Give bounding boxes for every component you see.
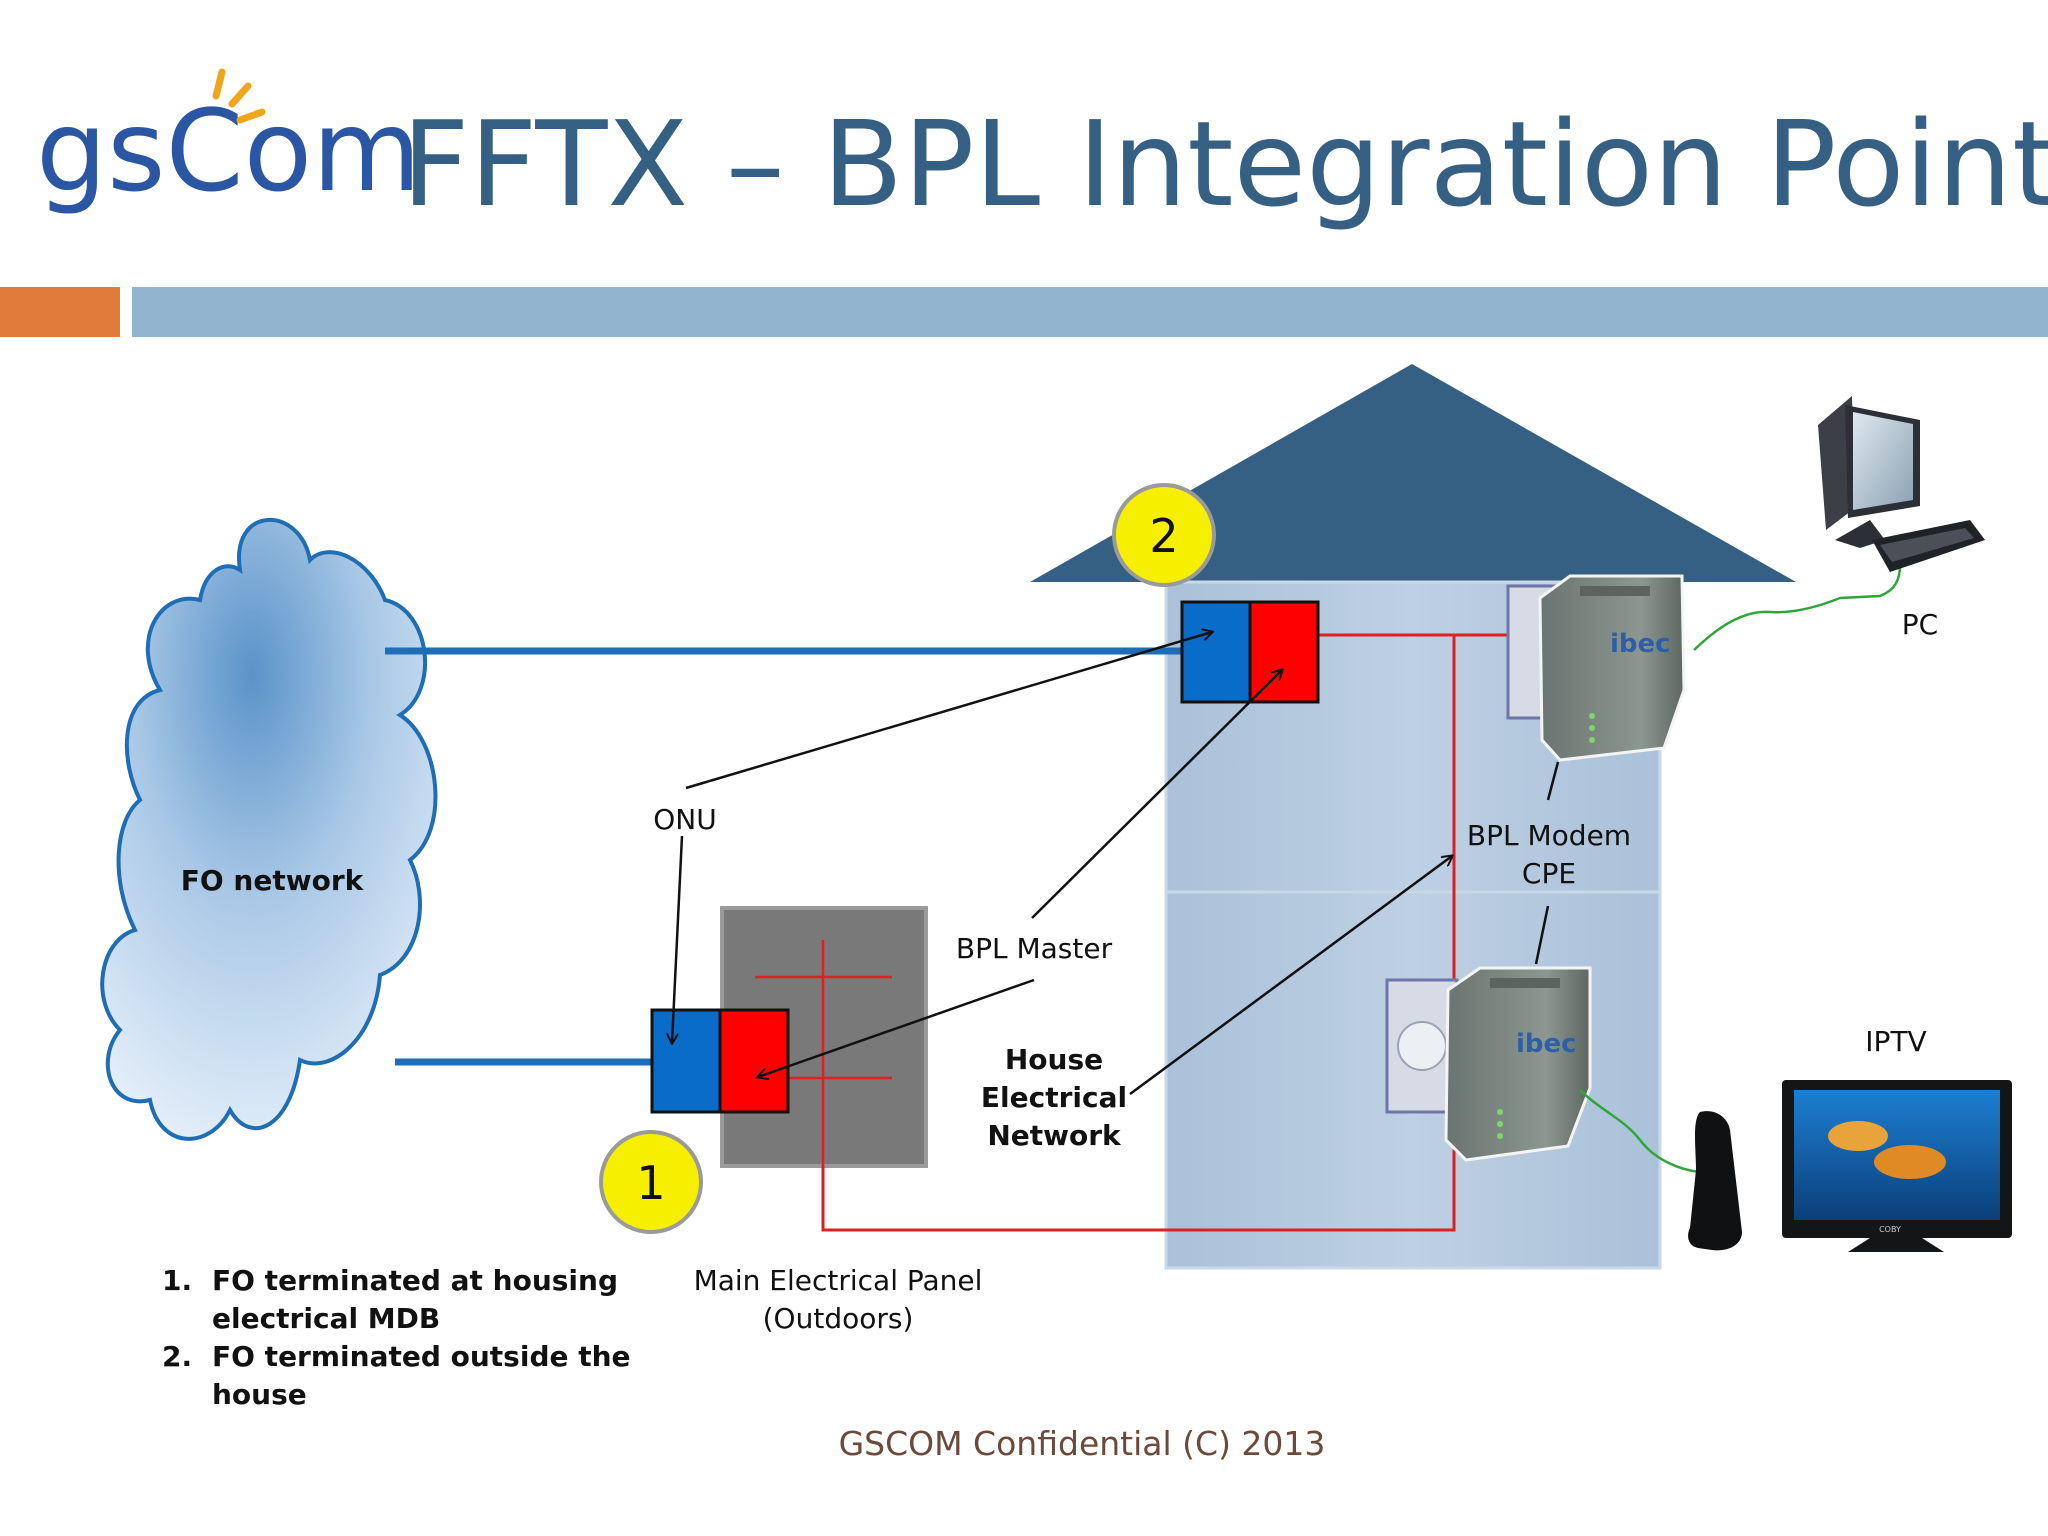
cloud-icon (100, 518, 438, 1141)
bpl-modem-label-line1: BPL Modem (1467, 819, 1631, 852)
house-network-label-line2: Electrical (981, 1081, 1127, 1114)
house-network-label-line3: Network (987, 1119, 1122, 1152)
marker-2-label: 2 (1149, 509, 1178, 563)
notes-list: 1. FO terminated at housing electrical M… (162, 1264, 631, 1411)
note-2-line1: FO terminated outside the (212, 1340, 631, 1373)
panel-label-line1: Main Electrical Panel (694, 1264, 983, 1297)
note-1-line1: FO terminated at housing (212, 1264, 618, 1297)
logo-text: gsCom (36, 87, 421, 217)
marker-1-label: 1 (636, 1156, 665, 1210)
device-brand: ibec (1516, 1029, 1577, 1059)
tv-brand: COBY (1879, 1225, 1901, 1234)
pointer-modem-lower (1534, 905, 1550, 965)
logo-sun-icon (212, 68, 266, 124)
footer-text: GSCOM Confidential (C) 2013 (839, 1424, 1326, 1463)
note-1-line2: electrical MDB (212, 1302, 440, 1335)
marker-1: 1 (599, 1130, 703, 1234)
arrow-bpl-master-house (1031, 670, 1282, 919)
arrow-bpl-master-panel (758, 978, 1035, 1077)
ethernet-cable-iptv (1579, 1089, 1701, 1174)
ethernet-cable-pc (1693, 564, 1902, 651)
cloud-label: FO network (181, 864, 365, 897)
arrow-onu-house (685, 632, 1212, 790)
onu-house (1180, 600, 1320, 704)
house-electrical-wiring (821, 633, 1510, 1232)
bpl-modem-icon: ibec (1444, 966, 1592, 1162)
onu-label: ONU (653, 803, 716, 836)
callout-arrows (672, 632, 1560, 1096)
logo: gsCom (36, 68, 421, 217)
pc-icon (1818, 396, 1985, 572)
onu-panel (650, 1008, 790, 1114)
page-title: FFTX – BPL Integration Point (402, 95, 2048, 233)
marker-2: 2 (1112, 483, 1216, 587)
bpl-master-label: BPL Master (956, 932, 1113, 965)
header-bar (132, 287, 2048, 337)
arrow-house-network (1129, 856, 1452, 1096)
pointer-modem-upper (1546, 761, 1560, 801)
panel-label-line2: (Outdoors) (763, 1302, 914, 1335)
note-2-number: 2. (162, 1340, 192, 1373)
bpl-modem-icon: ibec (1538, 574, 1686, 762)
header-accent-bar (0, 287, 120, 337)
house-roof (1030, 364, 1796, 582)
tv-icon: COBY (1782, 1080, 2012, 1252)
set-top-box-icon (1688, 1111, 1742, 1251)
house-network-label-line1: House (1005, 1043, 1103, 1076)
note-2-line2: house (212, 1378, 307, 1411)
pc-label: PC (1902, 608, 1938, 641)
bpl-modem-label-line2: CPE (1522, 857, 1576, 890)
arrow-onu-panel (672, 835, 684, 1043)
note-1-number: 1. (162, 1264, 192, 1297)
device-brand: ibec (1610, 629, 1671, 659)
iptv-label: IPTV (1865, 1025, 1926, 1058)
